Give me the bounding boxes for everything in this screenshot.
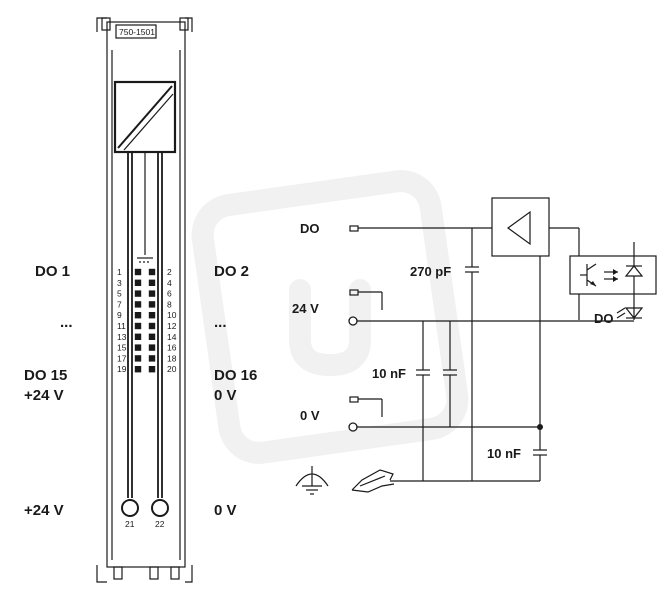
label-cap-10nf-left: 10 nF	[372, 366, 406, 381]
label-right-ellipsis: ...	[214, 314, 227, 331]
label-plus24-bottom: +24 V	[24, 502, 64, 519]
label-do16: DO 16	[214, 367, 257, 384]
terminal-number-2: 2	[167, 267, 172, 277]
terminal-dot-13	[134, 333, 142, 340]
terminal-dot-1	[134, 268, 142, 276]
terminal-dot-15	[134, 344, 142, 351]
terminal-21-number: 21	[125, 519, 135, 529]
label-do-input: DO	[300, 221, 320, 236]
terminal-22: 22	[151, 499, 169, 529]
label-cap-10nf-right: 10 nF	[487, 446, 521, 461]
terminal-number-8: 8	[167, 299, 172, 309]
label-0v-input: 0 V	[300, 408, 320, 423]
ground-icon	[295, 466, 329, 495]
schematic	[348, 197, 657, 482]
terminal-number-14: 14	[167, 332, 177, 342]
label-24v-input: 24 V	[292, 301, 319, 316]
terminal-number-17: 17	[117, 353, 127, 363]
label-do1: DO 1	[35, 263, 70, 280]
terminal-number-15: 15	[117, 343, 127, 353]
terminal-dot-9	[134, 312, 142, 319]
terminal-number-4: 4	[167, 278, 172, 288]
terminal-dot-14	[148, 333, 156, 340]
terminal-21: 21	[121, 499, 139, 529]
terminal-dot-20	[148, 366, 156, 373]
terminal-number-13: 13	[117, 332, 127, 342]
terminal-dot-10	[148, 312, 156, 319]
label-left-ellipsis: ...	[60, 314, 73, 331]
label-do15: DO 15	[24, 367, 67, 384]
label-do-led: DO	[594, 311, 614, 326]
model-number: 750-1501	[119, 27, 155, 37]
terminal-number-20: 20	[167, 364, 177, 374]
module-outline	[96, 17, 193, 583]
terminal-dot-4	[148, 279, 156, 286]
terminal-number-12: 12	[167, 321, 177, 331]
terminal-dot-17	[134, 355, 142, 362]
terminal-dot-18	[148, 355, 156, 362]
terminal-22-number: 22	[155, 519, 165, 529]
terminal-number-7: 7	[117, 299, 122, 309]
label-zero-bottom: 0 V	[214, 502, 237, 519]
terminal-dot-16	[148, 344, 156, 351]
model-label-box	[115, 24, 157, 39]
terminal-number-19: 19	[117, 364, 127, 374]
terminal-dot-6	[148, 290, 156, 297]
terminal-dot-5	[134, 290, 142, 297]
terminal-dot-19	[134, 366, 142, 373]
terminal-dot-2	[148, 268, 156, 276]
terminal-number-5: 5	[117, 289, 122, 299]
terminal-number-1: 1	[117, 267, 122, 277]
terminal-number-6: 6	[167, 289, 172, 299]
terminal-number-11: 11	[117, 321, 126, 331]
label-zero-row: 0 V	[214, 387, 237, 404]
terminal-number-9: 9	[117, 310, 122, 320]
terminal-dot-7	[134, 301, 142, 308]
terminal-dot-11	[134, 322, 142, 330]
terminal-number-3: 3	[117, 278, 122, 288]
terminal-dot-3	[134, 279, 142, 286]
din-rail-icon	[351, 469, 395, 493]
terminal-dot-grid	[134, 268, 156, 373]
label-plus24-row: +24 V	[24, 387, 64, 404]
terminal-dot-8	[148, 301, 156, 308]
terminal-number-18: 18	[167, 353, 177, 363]
label-do2: DO 2	[214, 263, 249, 280]
module-internal-wires	[127, 152, 163, 498]
terminal-number-10: 10	[167, 310, 177, 320]
isolation-block-icon	[113, 80, 177, 154]
terminal-dot-12	[148, 322, 156, 330]
watermark	[191, 170, 469, 464]
terminal-number-16: 16	[167, 343, 177, 353]
label-cap-270pf: 270 pF	[410, 264, 451, 279]
